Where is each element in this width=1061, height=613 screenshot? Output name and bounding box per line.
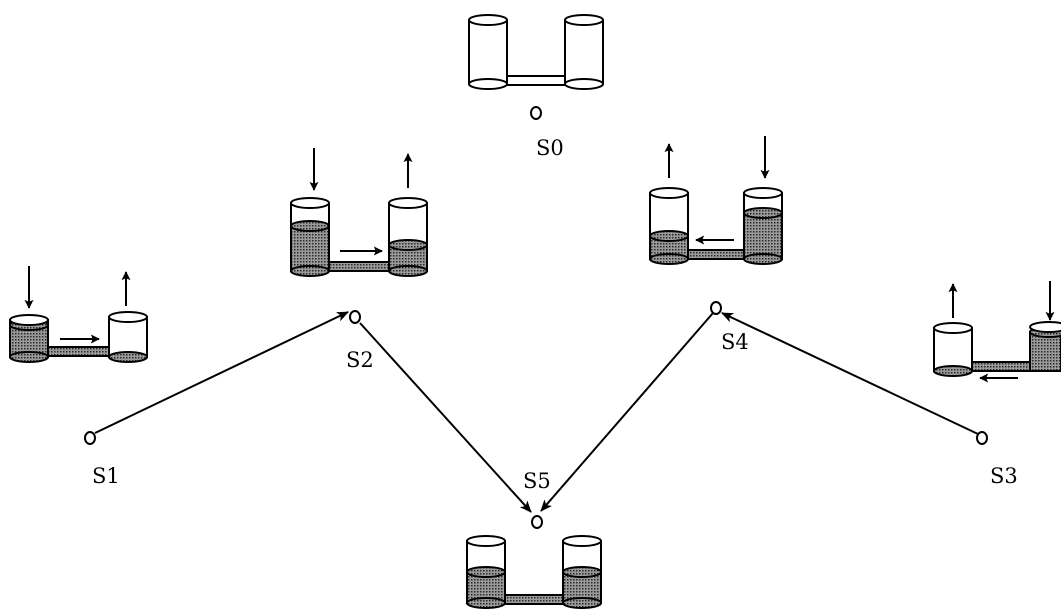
state-label-s1: S1	[92, 464, 120, 488]
vessel-s3	[933, 321, 1061, 377]
vessel-s2-arrows	[309, 148, 413, 256]
vessel-s0	[468, 14, 604, 90]
state-node-s0	[530, 106, 542, 120]
state-label-s2: S2	[346, 348, 374, 372]
state-label-s3: S3	[990, 464, 1018, 488]
state-node-s2	[349, 310, 361, 324]
state-label-s0: S0	[536, 136, 564, 160]
vessel-s4	[649, 187, 783, 265]
vessel-s1	[9, 311, 148, 363]
vessel-s3-arrows	[948, 281, 1055, 383]
edge-s1-s2	[94, 311, 349, 434]
vessel-s2	[290, 197, 428, 277]
edge-s2-s5	[359, 322, 532, 513]
vessel-s5	[466, 535, 602, 609]
state-node-s3	[976, 431, 988, 445]
state-label-s4: S4	[721, 330, 749, 354]
state-node-s1	[84, 431, 96, 445]
state-node-s4	[710, 301, 722, 315]
vessel-s4-arrows	[664, 136, 770, 245]
vessel-s1-arrows	[24, 266, 131, 344]
state-node-s5	[531, 515, 543, 529]
edge-s3-s4	[721, 312, 979, 435]
edge-s4-s5	[540, 312, 714, 512]
state-label-s5: S5	[523, 469, 551, 493]
